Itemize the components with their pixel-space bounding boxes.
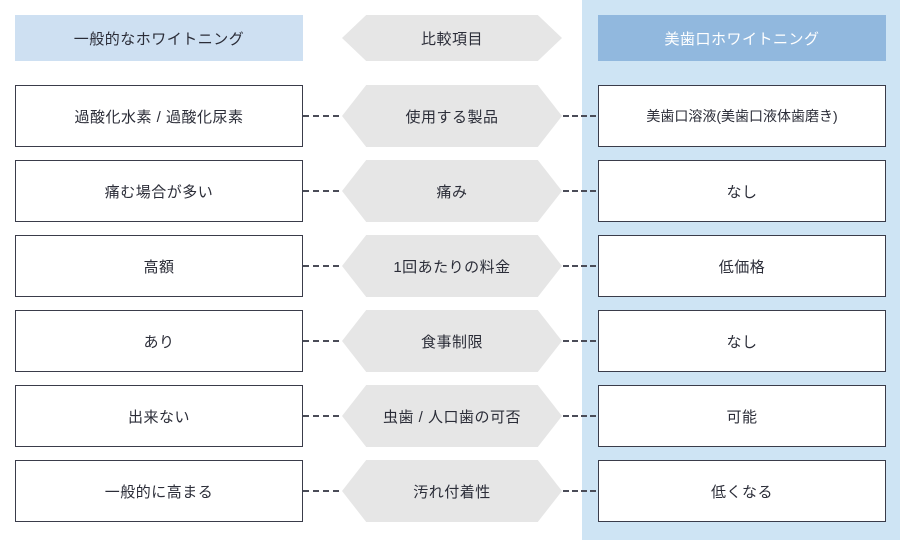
connector-left-dashed-line — [303, 265, 339, 267]
cell-general-whitening: 痛む場合が多い — [15, 160, 303, 222]
connector-right-dashed-line — [563, 265, 596, 267]
table-row: 一般的に高まる汚れ付着性低くなる — [0, 460, 900, 522]
cell-comparison-item: 痛み — [342, 160, 562, 222]
table-row: あり食事制限なし — [0, 310, 900, 372]
table-row: 過酸化水素 / 過酸化尿素使用する製品美歯口溶液(美歯口液体歯磨き) — [0, 85, 900, 147]
cell-bihaku-whitening: 低くなる — [598, 460, 886, 522]
header-cell-middle: 比較項目 — [342, 15, 562, 61]
cell-comparison-item: 汚れ付着性 — [342, 460, 562, 522]
table-row: 出来ない虫歯 / 人口歯の可否可能 — [0, 385, 900, 447]
connector-right-dashed-line — [563, 490, 596, 492]
connector-right-dashed-line — [563, 190, 596, 192]
cell-comparison-item: 食事制限 — [342, 310, 562, 372]
cell-general-whitening: 過酸化水素 / 過酸化尿素 — [15, 85, 303, 147]
cell-general-whitening: 一般的に高まる — [15, 460, 303, 522]
cell-bihaku-whitening: なし — [598, 310, 886, 372]
table-row: 痛む場合が多い痛みなし — [0, 160, 900, 222]
header-cell-left: 一般的なホワイトニング — [15, 15, 303, 61]
cell-comparison-item: 使用する製品 — [342, 85, 562, 147]
connector-left-dashed-line — [303, 415, 339, 417]
connector-left-dashed-line — [303, 340, 339, 342]
connector-left-dashed-line — [303, 190, 339, 192]
cell-bihaku-whitening: 可能 — [598, 385, 886, 447]
header-cell-right: 美歯口ホワイトニング — [598, 15, 886, 61]
connector-right-dashed-line — [563, 340, 596, 342]
cell-bihaku-whitening: なし — [598, 160, 886, 222]
table-row: 高額 1回あたりの料金低価格 — [0, 235, 900, 297]
connector-right-dashed-line — [563, 115, 596, 117]
cell-comparison-item: 虫歯 / 人口歯の可否 — [342, 385, 562, 447]
connector-left-dashed-line — [303, 490, 339, 492]
cell-bihaku-whitening: 低価格 — [598, 235, 886, 297]
connector-left-dashed-line — [303, 115, 339, 117]
connector-right-dashed-line — [563, 415, 596, 417]
cell-comparison-item: 1回あたりの料金 — [342, 235, 562, 297]
cell-general-whitening: 出来ない — [15, 385, 303, 447]
cell-general-whitening: 高額 — [15, 235, 303, 297]
table-header-row: 一般的なホワイトニング 比較項目 美歯口ホワイトニング — [0, 15, 900, 61]
cell-bihaku-whitening: 美歯口溶液(美歯口液体歯磨き) — [598, 85, 886, 147]
cell-general-whitening: あり — [15, 310, 303, 372]
